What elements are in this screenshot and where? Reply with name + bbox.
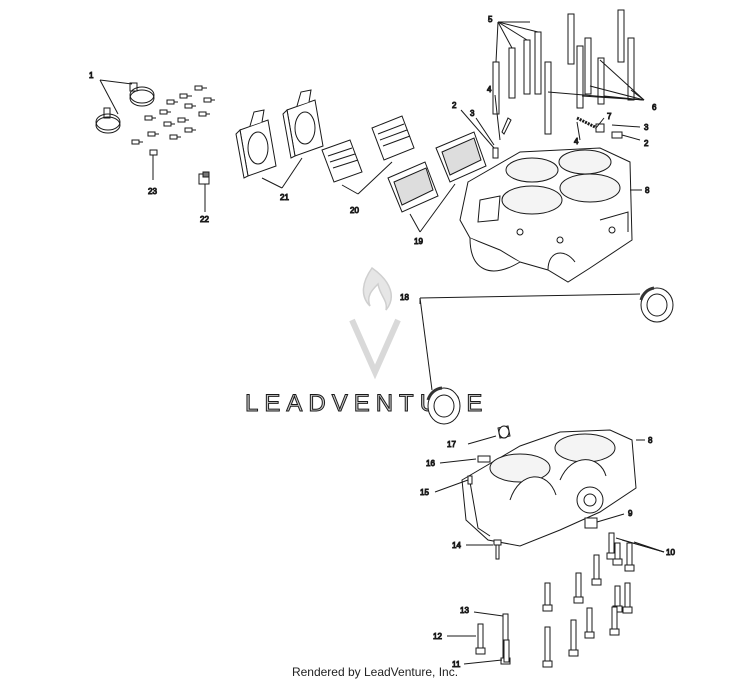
crankcase-bolts xyxy=(447,532,665,668)
upper-crankcase xyxy=(459,147,642,283)
callout-22: 22 xyxy=(200,215,209,224)
callout-15: 15 xyxy=(420,488,429,497)
reed-petals xyxy=(321,115,415,195)
callout-17: 17 xyxy=(447,440,456,449)
callout-7: 7 xyxy=(607,112,612,121)
callout-12: 12 xyxy=(433,632,442,641)
lower-small-parts xyxy=(434,425,511,493)
part-22 xyxy=(198,171,210,212)
callout-8a: 8 xyxy=(645,186,650,195)
cylinder-studs xyxy=(492,9,645,135)
footer-credit: Rendered by LeadVenture, Inc. xyxy=(291,665,459,679)
crank-seals xyxy=(419,286,674,425)
lower-crankcase xyxy=(461,429,645,547)
callout-13: 13 xyxy=(460,606,469,615)
callout-2b: 2 xyxy=(644,139,649,148)
callout-2a: 2 xyxy=(452,101,457,110)
part-9 xyxy=(584,513,625,529)
reed-cages xyxy=(387,131,487,233)
callout-23: 23 xyxy=(148,187,157,196)
callout-11: 11 xyxy=(452,660,461,669)
hose-clamps xyxy=(95,79,155,134)
callout-1: 1 xyxy=(89,71,94,80)
intake-adapters xyxy=(235,89,324,189)
callout-14: 14 xyxy=(452,541,461,550)
callout-19: 19 xyxy=(414,237,423,246)
callout-10: 10 xyxy=(666,548,675,557)
callout-20: 20 xyxy=(350,206,359,215)
callout-6: 6 xyxy=(652,103,657,112)
leadventure-watermark xyxy=(349,266,401,380)
callout-21: 21 xyxy=(280,193,289,202)
screws-cluster xyxy=(131,85,215,180)
callout-16: 16 xyxy=(426,459,435,468)
callout-3a: 3 xyxy=(470,109,475,118)
callout-18: 18 xyxy=(400,293,409,302)
callout-3b: 3 xyxy=(644,123,649,132)
callout-4a: 4 xyxy=(487,85,492,94)
callout-4b: 4 xyxy=(574,137,579,146)
callout-9: 9 xyxy=(628,509,633,518)
callout-8b: 8 xyxy=(648,436,653,445)
fittings xyxy=(460,94,641,159)
callout-5: 5 xyxy=(488,15,493,24)
